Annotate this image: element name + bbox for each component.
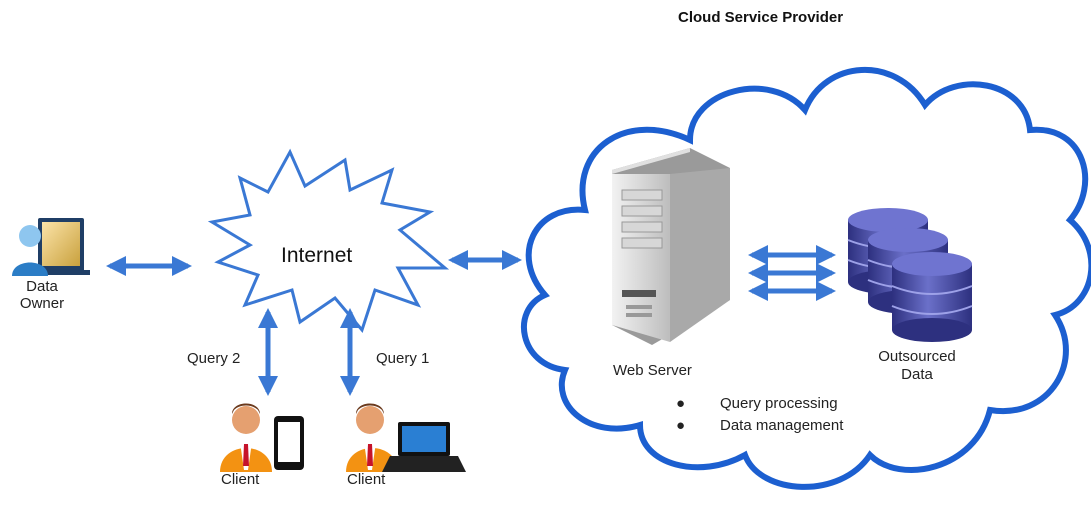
outsourced-data-label: Outsourced Data (878, 348, 956, 383)
client-phone-icon (220, 403, 304, 472)
web-server-label: Web Server (613, 362, 692, 379)
data-owner-icon (12, 218, 90, 276)
client-label-phone: Client (221, 471, 260, 488)
database-icon (847, 208, 973, 342)
task-text: Query processing (720, 395, 838, 412)
web-server-icon (612, 148, 730, 345)
task-item: ●Query processing (676, 395, 838, 412)
task-text: Data management (720, 417, 844, 434)
client-label-laptop: Client (347, 471, 386, 488)
query2-label: Query 2 (187, 350, 241, 367)
query1-label: Query 1 (376, 350, 430, 367)
cloud-provider-title: Cloud Service Provider (678, 9, 844, 26)
data-owner-label: Data Owner (19, 278, 65, 312)
internet-label: Internet (281, 244, 353, 267)
internet-burst (207, 148, 450, 334)
task-item: ●Data management (676, 417, 844, 434)
web-server-task-list: ●Query processing ●Data management (676, 393, 843, 437)
client-laptop-icon (346, 403, 466, 472)
